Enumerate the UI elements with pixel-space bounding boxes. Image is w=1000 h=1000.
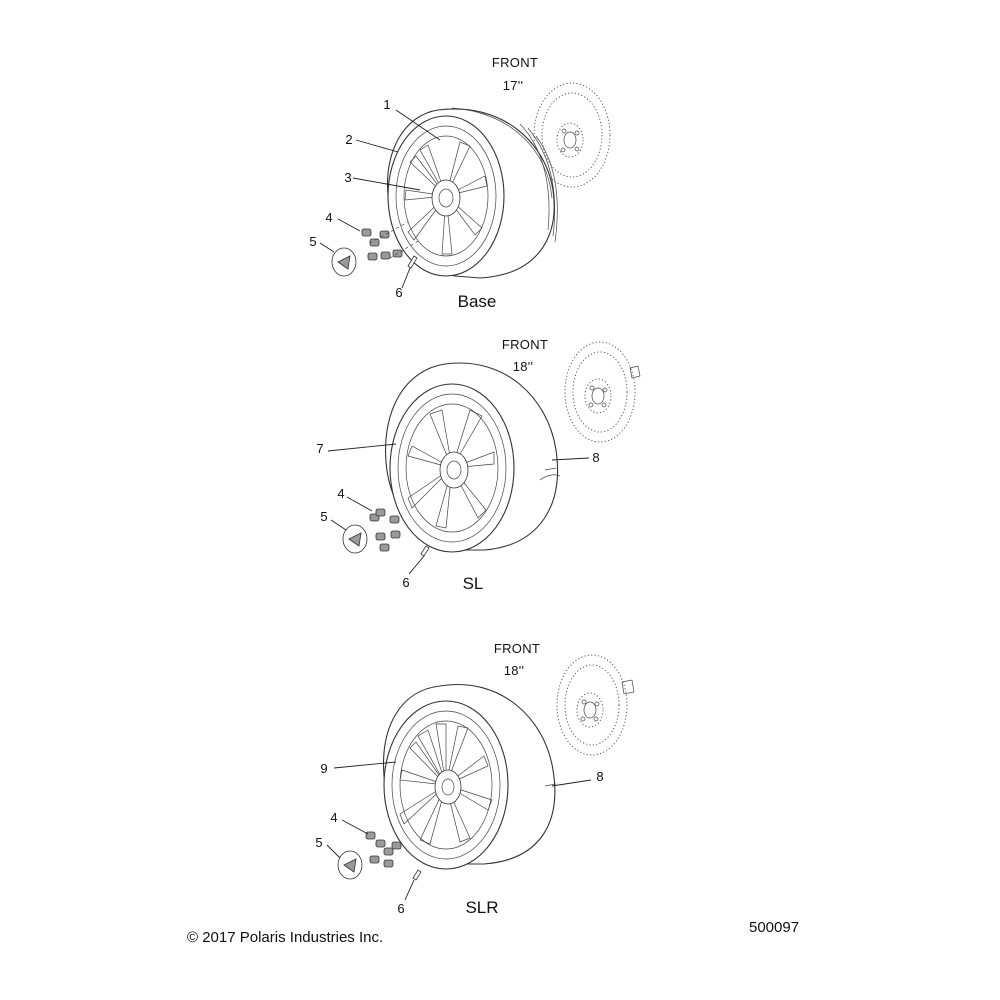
- sl-lug-nuts: [369, 508, 401, 552]
- assembly-slr: FRONT 18'' 9 8 4 5 6 SLR: [315, 641, 635, 917]
- slr-leader-lines: [326, 761, 592, 901]
- sl-hardware: [342, 508, 430, 557]
- slr-lug-nuts: [365, 831, 402, 868]
- base-brake-rotor: [533, 82, 611, 188]
- callout-sl-6: 6: [402, 575, 409, 590]
- slr-brake-rotor: [556, 654, 635, 756]
- assembly-sl: FRONT 18'' 7 8 4 5 6 SL: [316, 337, 641, 593]
- base-front-label: FRONT: [492, 55, 538, 70]
- callout-base-5: 5: [309, 234, 316, 249]
- callout-sl-5: 5: [320, 509, 327, 524]
- base-valve-stem: [407, 255, 418, 269]
- callout-base-1: 1: [383, 97, 390, 112]
- slr-size-label: 18'': [504, 663, 525, 678]
- slr-hardware: [337, 831, 422, 881]
- callout-slr-5: 5: [315, 835, 322, 850]
- callout-slr-9: 9: [320, 761, 327, 776]
- callout-sl-7: 7: [316, 441, 323, 456]
- sl-leader-lines: [327, 443, 590, 575]
- sl-size-label: 18'': [513, 359, 534, 374]
- slr-tire: [382, 684, 557, 870]
- assembly-base: FRONT 17'' 1 2 3 4 5 6 Base: [309, 55, 611, 311]
- base-variant-label: Base: [458, 292, 497, 311]
- sl-valve-stem: [420, 545, 430, 557]
- callout-base-2: 2: [345, 132, 352, 147]
- callout-base-3: 3: [344, 170, 351, 185]
- slr-center-cap: [337, 850, 363, 880]
- sl-variant-label: SL: [463, 574, 484, 593]
- base-hardware: [331, 221, 421, 277]
- base-center-cap: [331, 247, 357, 277]
- callout-slr-8: 8: [596, 769, 603, 784]
- callout-sl-4: 4: [337, 486, 344, 501]
- diagram-number: 500097: [749, 919, 799, 936]
- slr-variant-label: SLR: [465, 898, 498, 917]
- sl-center-cap: [342, 524, 368, 554]
- sl-tire: [385, 362, 561, 553]
- callout-base-4: 4: [325, 210, 332, 225]
- slr-front-label: FRONT: [494, 641, 540, 656]
- sl-wheel: [405, 403, 499, 533]
- base-leader-lines: [319, 109, 441, 289]
- sl-front-label: FRONT: [502, 337, 548, 352]
- slr-valve-stem: [412, 869, 422, 881]
- base-wheel: [403, 135, 489, 257]
- base-tire: [386, 107, 558, 279]
- callout-base-6: 6: [395, 285, 402, 300]
- callout-slr-6: 6: [397, 901, 404, 916]
- base-size-label: 17'': [503, 78, 524, 93]
- sl-brake-rotor: [564, 341, 641, 443]
- callout-slr-4: 4: [330, 810, 337, 825]
- copyright-notice: © 2017 Polaris Industries Inc.: [187, 929, 383, 946]
- callout-sl-8: 8: [592, 450, 599, 465]
- slr-wheel: [399, 720, 493, 850]
